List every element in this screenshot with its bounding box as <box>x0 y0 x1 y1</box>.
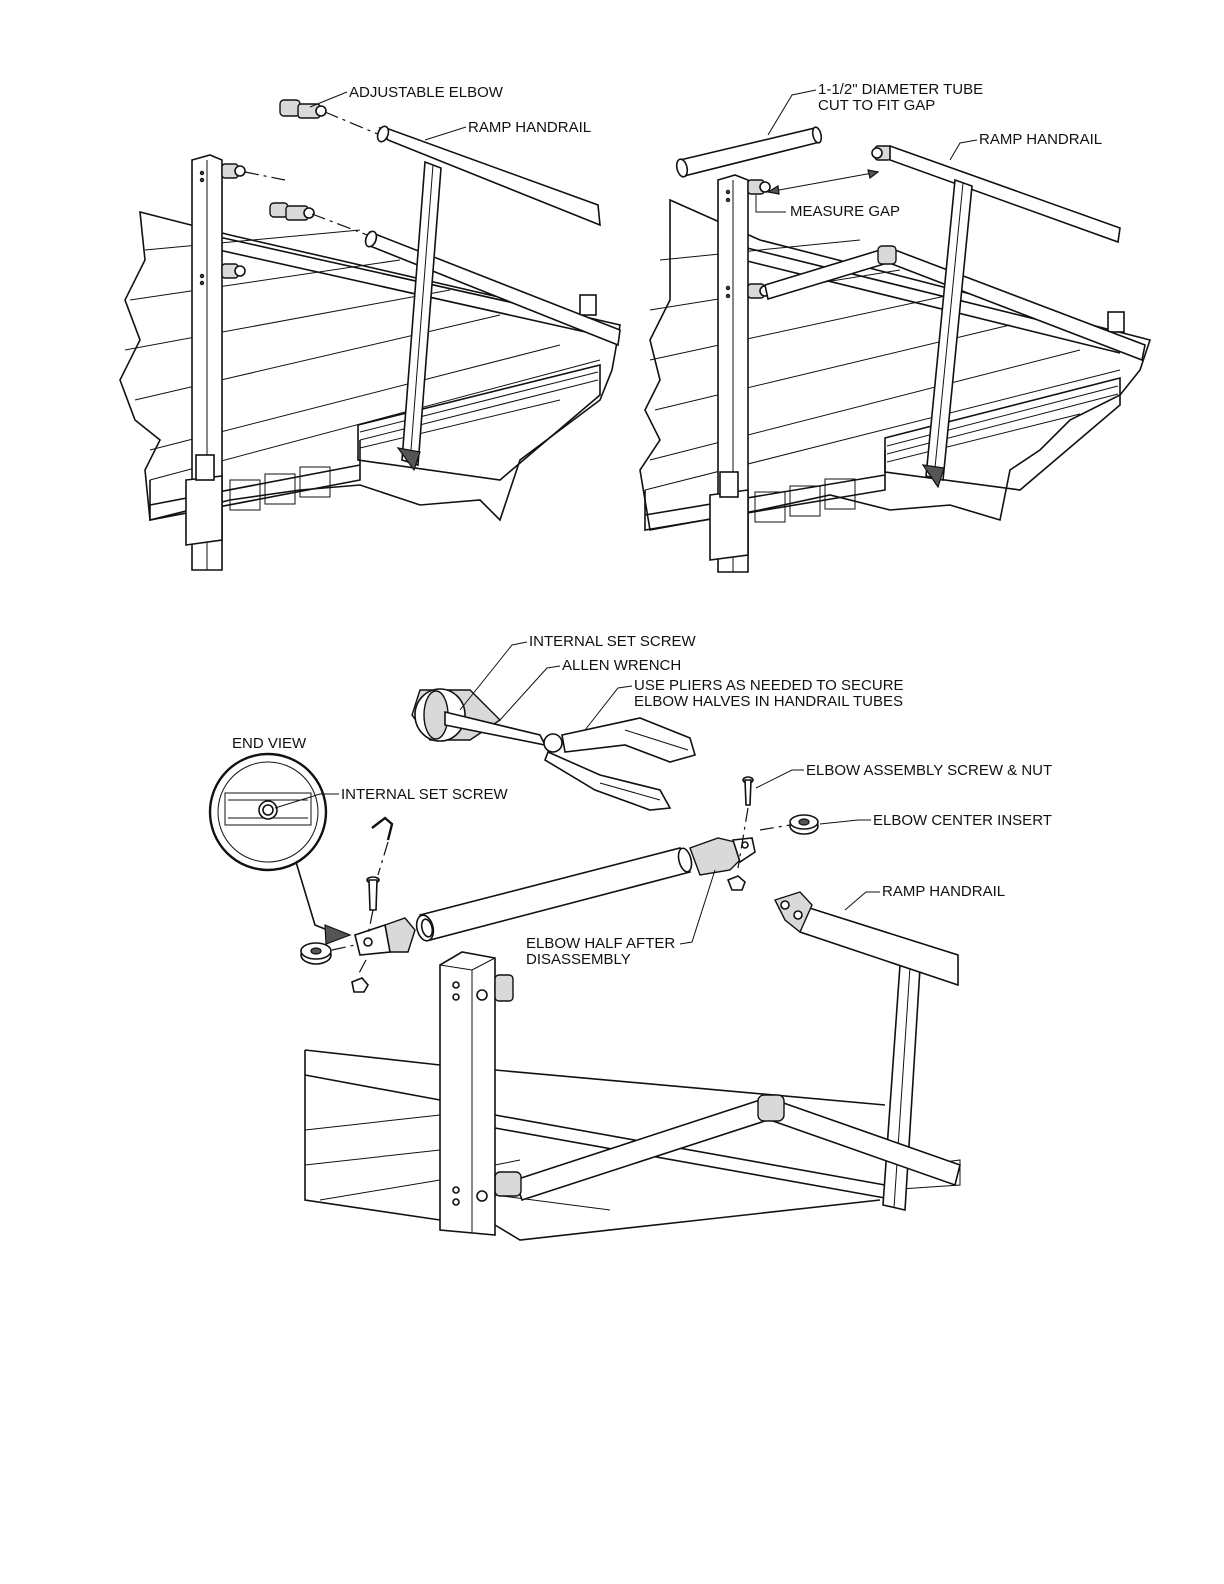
label-adjustable-elbow: ADJUSTABLE ELBOW <box>349 84 504 101</box>
handrail-tube <box>415 847 693 942</box>
panel-a-handrail-elbow: ADJUSTABLE ELBOW RAMP HANDRAIL <box>119 84 621 571</box>
panel-c-elbow-disassembly: INTERNAL SET SCREW ALLEN WRENCH USE PLIE… <box>208 633 1052 1241</box>
label-elbow-half-line2: DISASSEMBLY <box>526 951 631 968</box>
elbow-half-left <box>354 917 416 956</box>
elbow-fitting-lower <box>221 263 246 279</box>
label-elbow-screw-nut: ELBOW ASSEMBLY SCREW & NUT <box>806 762 1052 779</box>
elbow-half-right <box>689 837 756 876</box>
label-internal-set-screw-top: INTERNAL SET SCREW <box>529 633 697 650</box>
label-tube-diameter: 1-1/2" DIAMETER TUBE <box>818 81 983 98</box>
adjustable-elbow-middle <box>269 202 315 221</box>
panel-b-measure-gap: 1-1/2" DIAMETER TUBE CUT TO FIT GAP RAMP… <box>639 81 1152 573</box>
pliers-icon <box>411 688 696 811</box>
nut-left <box>351 977 369 993</box>
elbow-screw-right <box>742 776 754 806</box>
label-elbow-center-insert: ELBOW CENTER INSERT <box>873 812 1052 829</box>
label-pliers-line2: ELBOW HALVES IN HANDRAIL TUBES <box>634 693 903 710</box>
label-measure-gap: MEASURE GAP <box>790 203 900 220</box>
label-pliers-line1: USE PLIERS AS NEEDED TO SECURE <box>634 677 904 694</box>
allen-wrench <box>371 816 394 876</box>
label-elbow-half-line1: ELBOW HALF AFTER <box>526 935 675 952</box>
elbow-center-insert-right <box>789 814 819 835</box>
elbow-fitting-upper <box>221 163 246 179</box>
elbow-screw-left <box>366 876 380 911</box>
tube-cut-to-fit <box>675 126 823 178</box>
label-tube-cut: CUT TO FIT GAP <box>818 97 935 114</box>
label-end-view: END VIEW <box>232 735 307 752</box>
elbow-center-insert-left <box>300 942 332 965</box>
label-internal-set-screw: INTERNAL SET SCREW <box>341 786 509 803</box>
end-view-detail <box>208 752 328 872</box>
label-ramp-handrail-c: RAMP HANDRAIL <box>882 883 1005 900</box>
label-ramp-handrail-b: RAMP HANDRAIL <box>979 131 1102 148</box>
label-ramp-handrail-a: RAMP HANDRAIL <box>468 119 591 136</box>
ramp-handrail-c <box>774 891 959 987</box>
adjustable-elbow-top <box>279 99 327 119</box>
label-allen-wrench: ALLEN WRENCH <box>562 657 681 674</box>
nut-right <box>726 875 746 891</box>
